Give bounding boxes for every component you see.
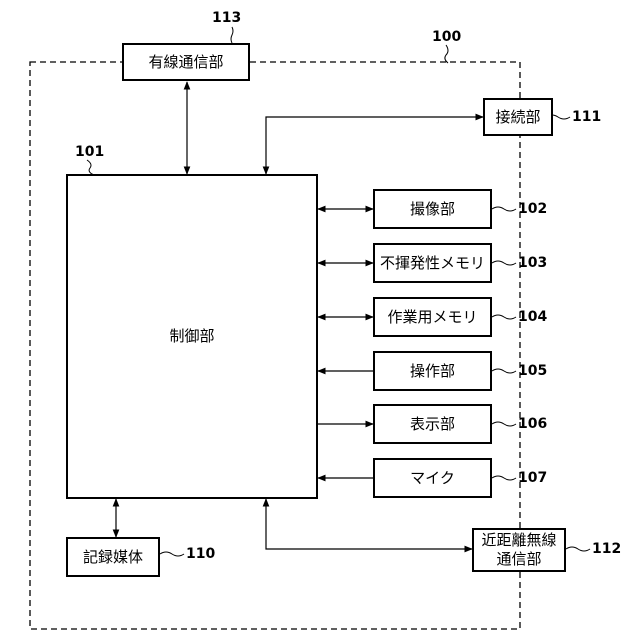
ref-113: 113	[212, 10, 241, 26]
ref-107: 107	[518, 470, 547, 486]
microphone-label: マイク	[410, 469, 455, 488]
nfc-comm-block: 近距離無線 通信部	[472, 528, 566, 572]
leader-105	[492, 369, 516, 373]
leader-104	[492, 315, 516, 319]
ref-101: 101	[75, 144, 104, 160]
ref-112: 112	[592, 541, 621, 557]
ref-105: 105	[518, 363, 547, 379]
nonvolatile-memory-label: 不揮発性メモリ	[380, 254, 485, 273]
imaging-block: 撮像部	[373, 189, 492, 229]
connection-label: 接続部	[495, 108, 540, 127]
work-memory-block: 作業用メモリ	[373, 297, 492, 337]
leader-100	[445, 45, 448, 63]
nfc-comm-connector	[266, 499, 472, 549]
ref-111: 111	[572, 109, 601, 125]
operation-label: 操作部	[410, 362, 455, 381]
connection-connector	[266, 117, 483, 174]
ref-103: 103	[518, 255, 547, 271]
leader-106	[492, 422, 516, 426]
connection-block: 接続部	[483, 98, 553, 136]
ref-104: 104	[518, 309, 547, 325]
display-label: 表示部	[410, 415, 455, 434]
ref-110: 110	[186, 546, 215, 562]
ref-106: 106	[518, 416, 547, 432]
leader-112	[566, 547, 590, 551]
recording-medium-label: 記録媒体	[83, 548, 143, 567]
work-memory-label: 作業用メモリ	[387, 308, 477, 327]
display-block: 表示部	[373, 404, 492, 444]
wired-comm-block: 有線通信部	[122, 43, 250, 81]
leader-102	[492, 207, 516, 211]
control-unit-block: 制御部	[66, 174, 318, 499]
leader-107	[492, 476, 516, 480]
control-unit-label: 制御部	[169, 327, 214, 346]
microphone-block: マイク	[373, 458, 492, 498]
leader-113	[231, 27, 233, 43]
ref-102: 102	[518, 201, 547, 217]
ref-100: 100	[432, 29, 461, 45]
nfc-comm-label: 近距離無線 通信部	[481, 531, 556, 569]
leader-103	[492, 261, 516, 265]
operation-block: 操作部	[373, 351, 492, 391]
recording-medium-block: 記録媒体	[66, 537, 160, 577]
leader-110	[160, 552, 184, 556]
nonvolatile-memory-block: 不揮発性メモリ	[373, 243, 492, 283]
imaging-label: 撮像部	[410, 200, 455, 219]
leader-101	[87, 160, 94, 175]
wired-comm-label: 有線通信部	[148, 53, 223, 72]
